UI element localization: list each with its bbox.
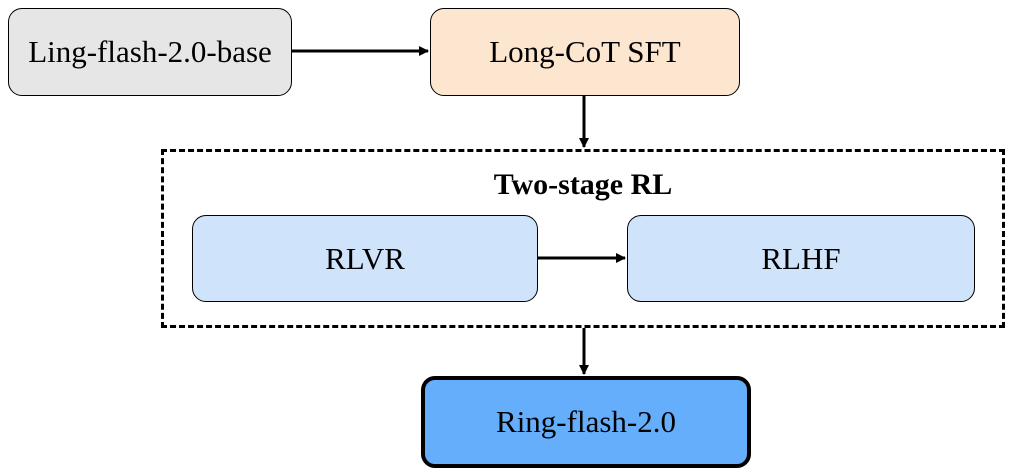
node-sft-label: Long-CoT SFT [489,34,681,69]
node-ring-label: Ring-flash-2.0 [496,404,676,439]
node-rlvr-label: RLVR [325,240,405,276]
node-rlvr: RLVR [192,215,538,302]
node-rlhf-label: RLHF [761,240,841,276]
two-stage-rl-group [161,149,1005,328]
node-rlhf: RLHF [627,215,975,302]
node-ring-model: Ring-flash-2.0 [421,376,751,468]
node-base-model: Ling-flash-2.0-base [8,8,292,96]
group-title: Two-stage RL [493,168,673,201]
node-long-cot-sft: Long-CoT SFT [430,8,740,96]
node-base-label: Ling-flash-2.0-base [28,34,272,69]
